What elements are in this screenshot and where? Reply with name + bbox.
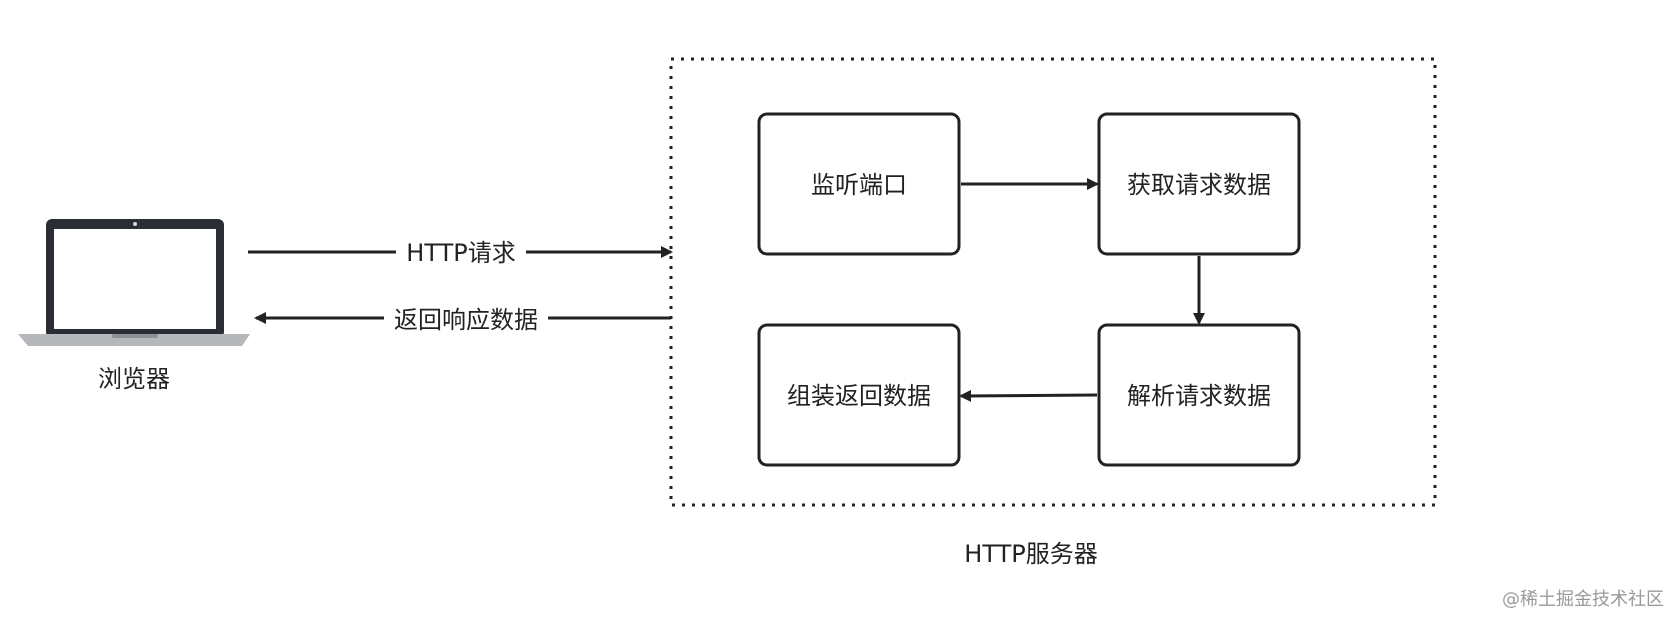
step-parse-request-data-label: 解析请求数据: [1127, 382, 1271, 410]
step-listen-port-label: 监听端口: [811, 171, 907, 199]
server-boundary: [669, 57, 1437, 507]
step-get-request-data-label: 获取请求数据: [1127, 171, 1271, 199]
request-label: HTTP请求: [406, 239, 515, 267]
step-assemble-response-data-label: 组装返回数据: [787, 382, 931, 410]
watermark: @稀土掘金技术社区: [1502, 589, 1664, 610]
step-listen-port: [757, 112, 961, 256]
response-label-bg: [384, 302, 548, 334]
arrow-parse-to-assemble: [959, 389, 1098, 402]
laptop-icon: [18, 219, 250, 346]
step-assemble-response-data: [757, 323, 961, 467]
server-label: HTTP服务器: [964, 540, 1097, 568]
step-get-request-data: [1097, 112, 1301, 256]
step-parse-request-data: [1097, 323, 1301, 467]
request-label-bg: [396, 236, 526, 268]
client-label: 浏览器: [98, 365, 170, 393]
response-label: 返回响应数据: [394, 306, 538, 334]
